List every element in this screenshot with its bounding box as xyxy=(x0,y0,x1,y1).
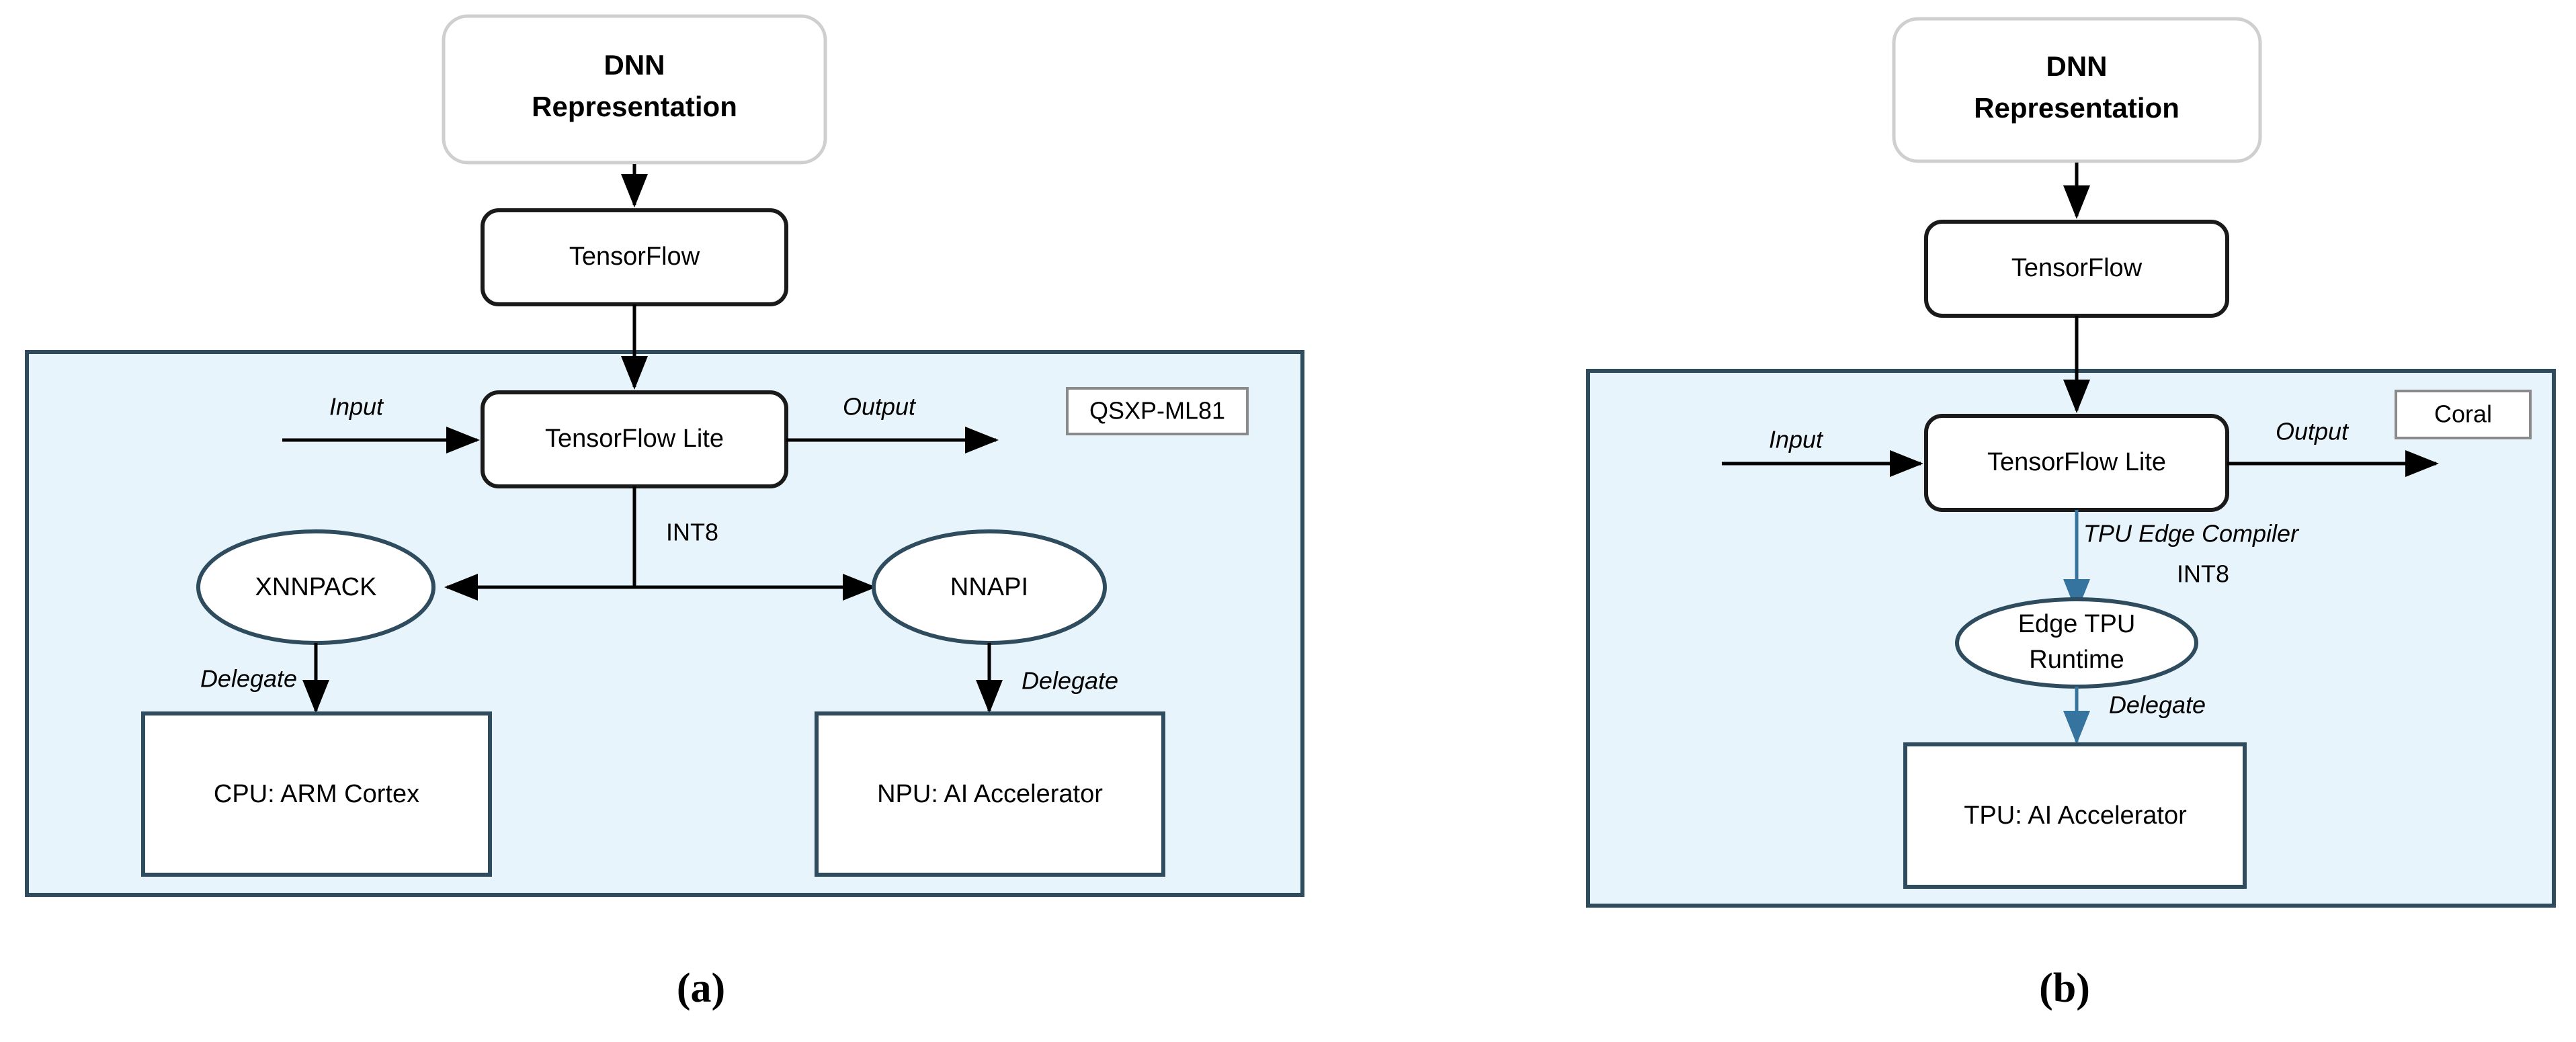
panel-b-node-tflite: TensorFlow Lite xyxy=(1924,414,2229,512)
panel-a-node-tensorflow: TensorFlow xyxy=(481,208,788,306)
panel-b-platform-tag: Coral xyxy=(2395,390,2532,439)
panel-a-node-cpu: CPU: ARM Cortex xyxy=(141,711,492,877)
panel-a-node-xnnpack: XNNPACK xyxy=(196,529,435,645)
panel-b-node-tpu: TPU: AI Accelerator xyxy=(1903,742,2247,889)
panel-a-node-dnn: DNN Representation xyxy=(442,14,827,165)
panel-b-node-dnn: DNN Representation xyxy=(1892,17,2262,163)
panel-a: QSXP-ML81 DNN Representation TensorFlow … xyxy=(25,14,1304,1011)
panel-b-caption: (b) xyxy=(2039,965,2090,1011)
panel-a-node-tflite: TensorFlow Lite xyxy=(481,390,788,488)
panel-a-caption: (a) xyxy=(677,965,725,1011)
panel-a-platform-tag: QSXP-ML81 xyxy=(1066,387,1249,435)
panel-b-node-edge-tpu-runtime: Edge TPU Runtime xyxy=(1955,597,2198,689)
panel-a-node-nnapi: NNAPI xyxy=(872,529,1107,645)
panel-b: Coral DNN Representation TensorFlow Tens… xyxy=(1586,17,2556,1011)
panel-a-node-npu: NPU: AI Accelerator xyxy=(815,711,1165,877)
panel-b-node-tensorflow: TensorFlow xyxy=(1924,220,2229,318)
